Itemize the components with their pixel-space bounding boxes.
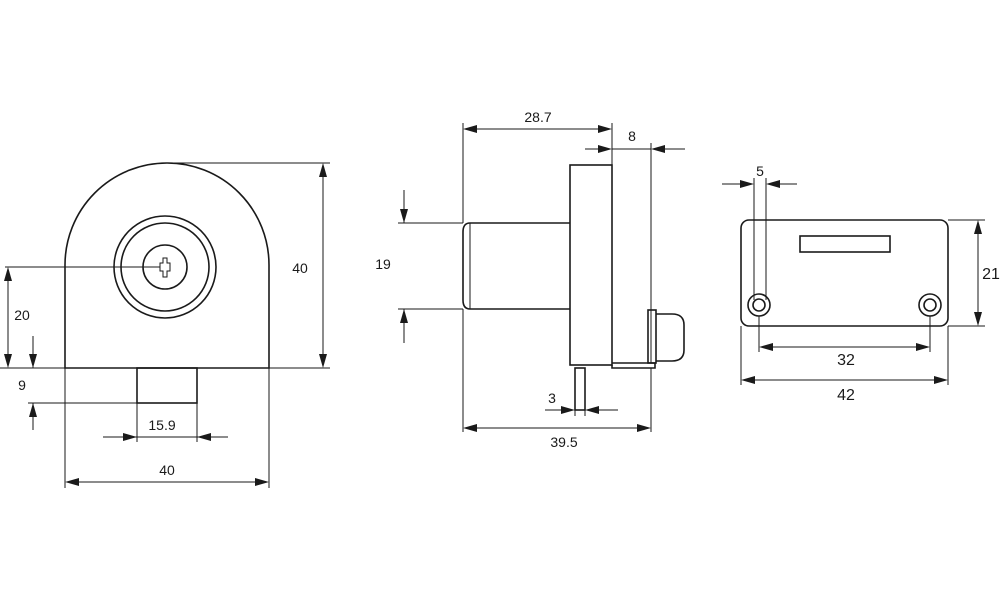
side-knob-base: [647, 309, 657, 364]
front-body-outline: [64, 162, 270, 369]
strike-hole-right-inner: [923, 298, 937, 312]
dim-front-keyhole-height: 20: [14, 307, 30, 323]
dim-strike-height: 21: [982, 266, 1000, 283]
dim-side-cylinder-diameter: 19: [375, 256, 391, 272]
strike-plate-body: [740, 219, 949, 327]
side-rear-bracket: [611, 362, 656, 369]
dim-side-total-length: 39.5: [550, 434, 577, 450]
keyhole-icon: [159, 257, 171, 278]
dim-front-width: 40: [159, 462, 175, 478]
side-pin: [574, 367, 586, 411]
side-cylinder: [462, 222, 570, 310]
side-knob: [656, 313, 685, 362]
front-tongue: [136, 367, 198, 404]
strike-plate-slot: [799, 235, 891, 253]
strike-plate-view: 5 21 32 42: [722, 163, 1000, 404]
dim-front-tongue-height: 9: [18, 377, 26, 393]
dim-strike-total-width: 42: [837, 387, 855, 404]
dim-side-flange-thickness: 8: [628, 128, 636, 144]
dim-side-body-length: 28.7: [524, 109, 551, 125]
side-flange: [569, 164, 613, 366]
dim-front-tongue-width: 15.9: [148, 417, 175, 433]
side-view: 28.7 8 19 3 39.5: [375, 109, 685, 450]
dim-strike-hole-spacing: 32: [837, 352, 855, 369]
dim-side-pin-width: 3: [548, 390, 556, 406]
front-view: 40 20 9 15.9 40: [0, 162, 330, 488]
strike-hole-left-inner: [752, 298, 766, 312]
strike-hole-right: [918, 293, 942, 317]
strike-hole-left: [747, 293, 771, 317]
dim-strike-edge-offset: 5: [756, 163, 764, 179]
dim-front-height: 40: [292, 260, 308, 276]
